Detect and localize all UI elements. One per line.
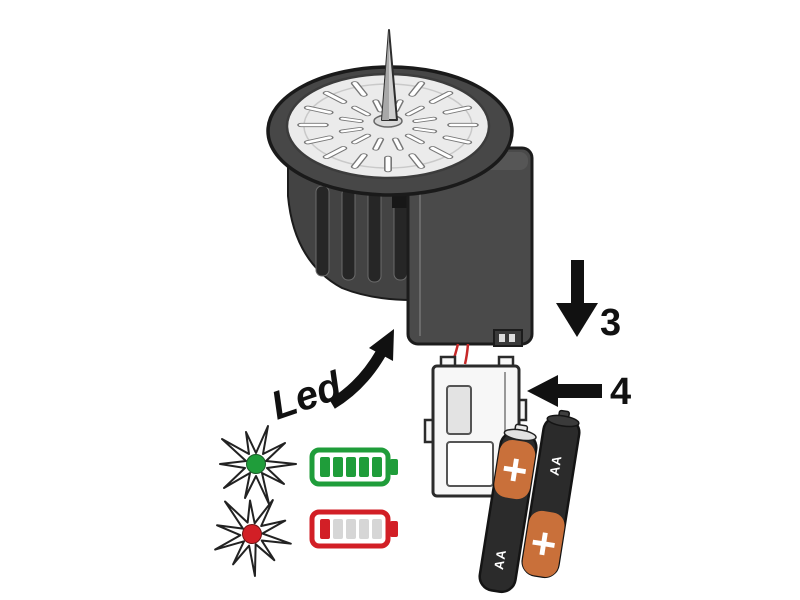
battery-level-bar [333,457,343,477]
led-dot-green [246,454,266,474]
step-4-arrow-icon [527,375,602,407]
battery-level-bar [320,519,330,539]
battery-front: + AA [478,423,538,594]
battery-size-label: AA [491,548,509,571]
battery-rear: AA + [521,409,581,579]
led-burst-green-icon [219,425,297,505]
battery-level-low-icon [309,509,398,549]
battery-level-full-icon [309,447,398,487]
housing-foot [493,329,523,347]
led-dot-red [242,524,262,544]
battery-level-bar [320,457,330,477]
battery-level-bar [359,519,369,539]
battery-level-bar [359,457,369,477]
battery-level-bar [333,519,343,539]
battery-level-bars [320,519,382,539]
device-body-hole [392,194,408,208]
battery-level-bar [372,519,382,539]
battery-level-bar [346,457,356,477]
battery-size-label: AA [546,454,564,477]
battery-level-bar [346,519,356,539]
disc-slots [297,77,479,173]
battery-level-bar [372,457,382,477]
device-spike [381,29,398,121]
repeller-device [266,29,534,365]
step-3-label: 3 [600,302,621,344]
led-burst-red-icon [214,499,292,577]
led-arrow-icon [329,329,394,409]
step-3-arrow-icon [556,260,598,337]
battery-level-bars [320,457,382,477]
step-4-label: 4 [610,371,631,413]
